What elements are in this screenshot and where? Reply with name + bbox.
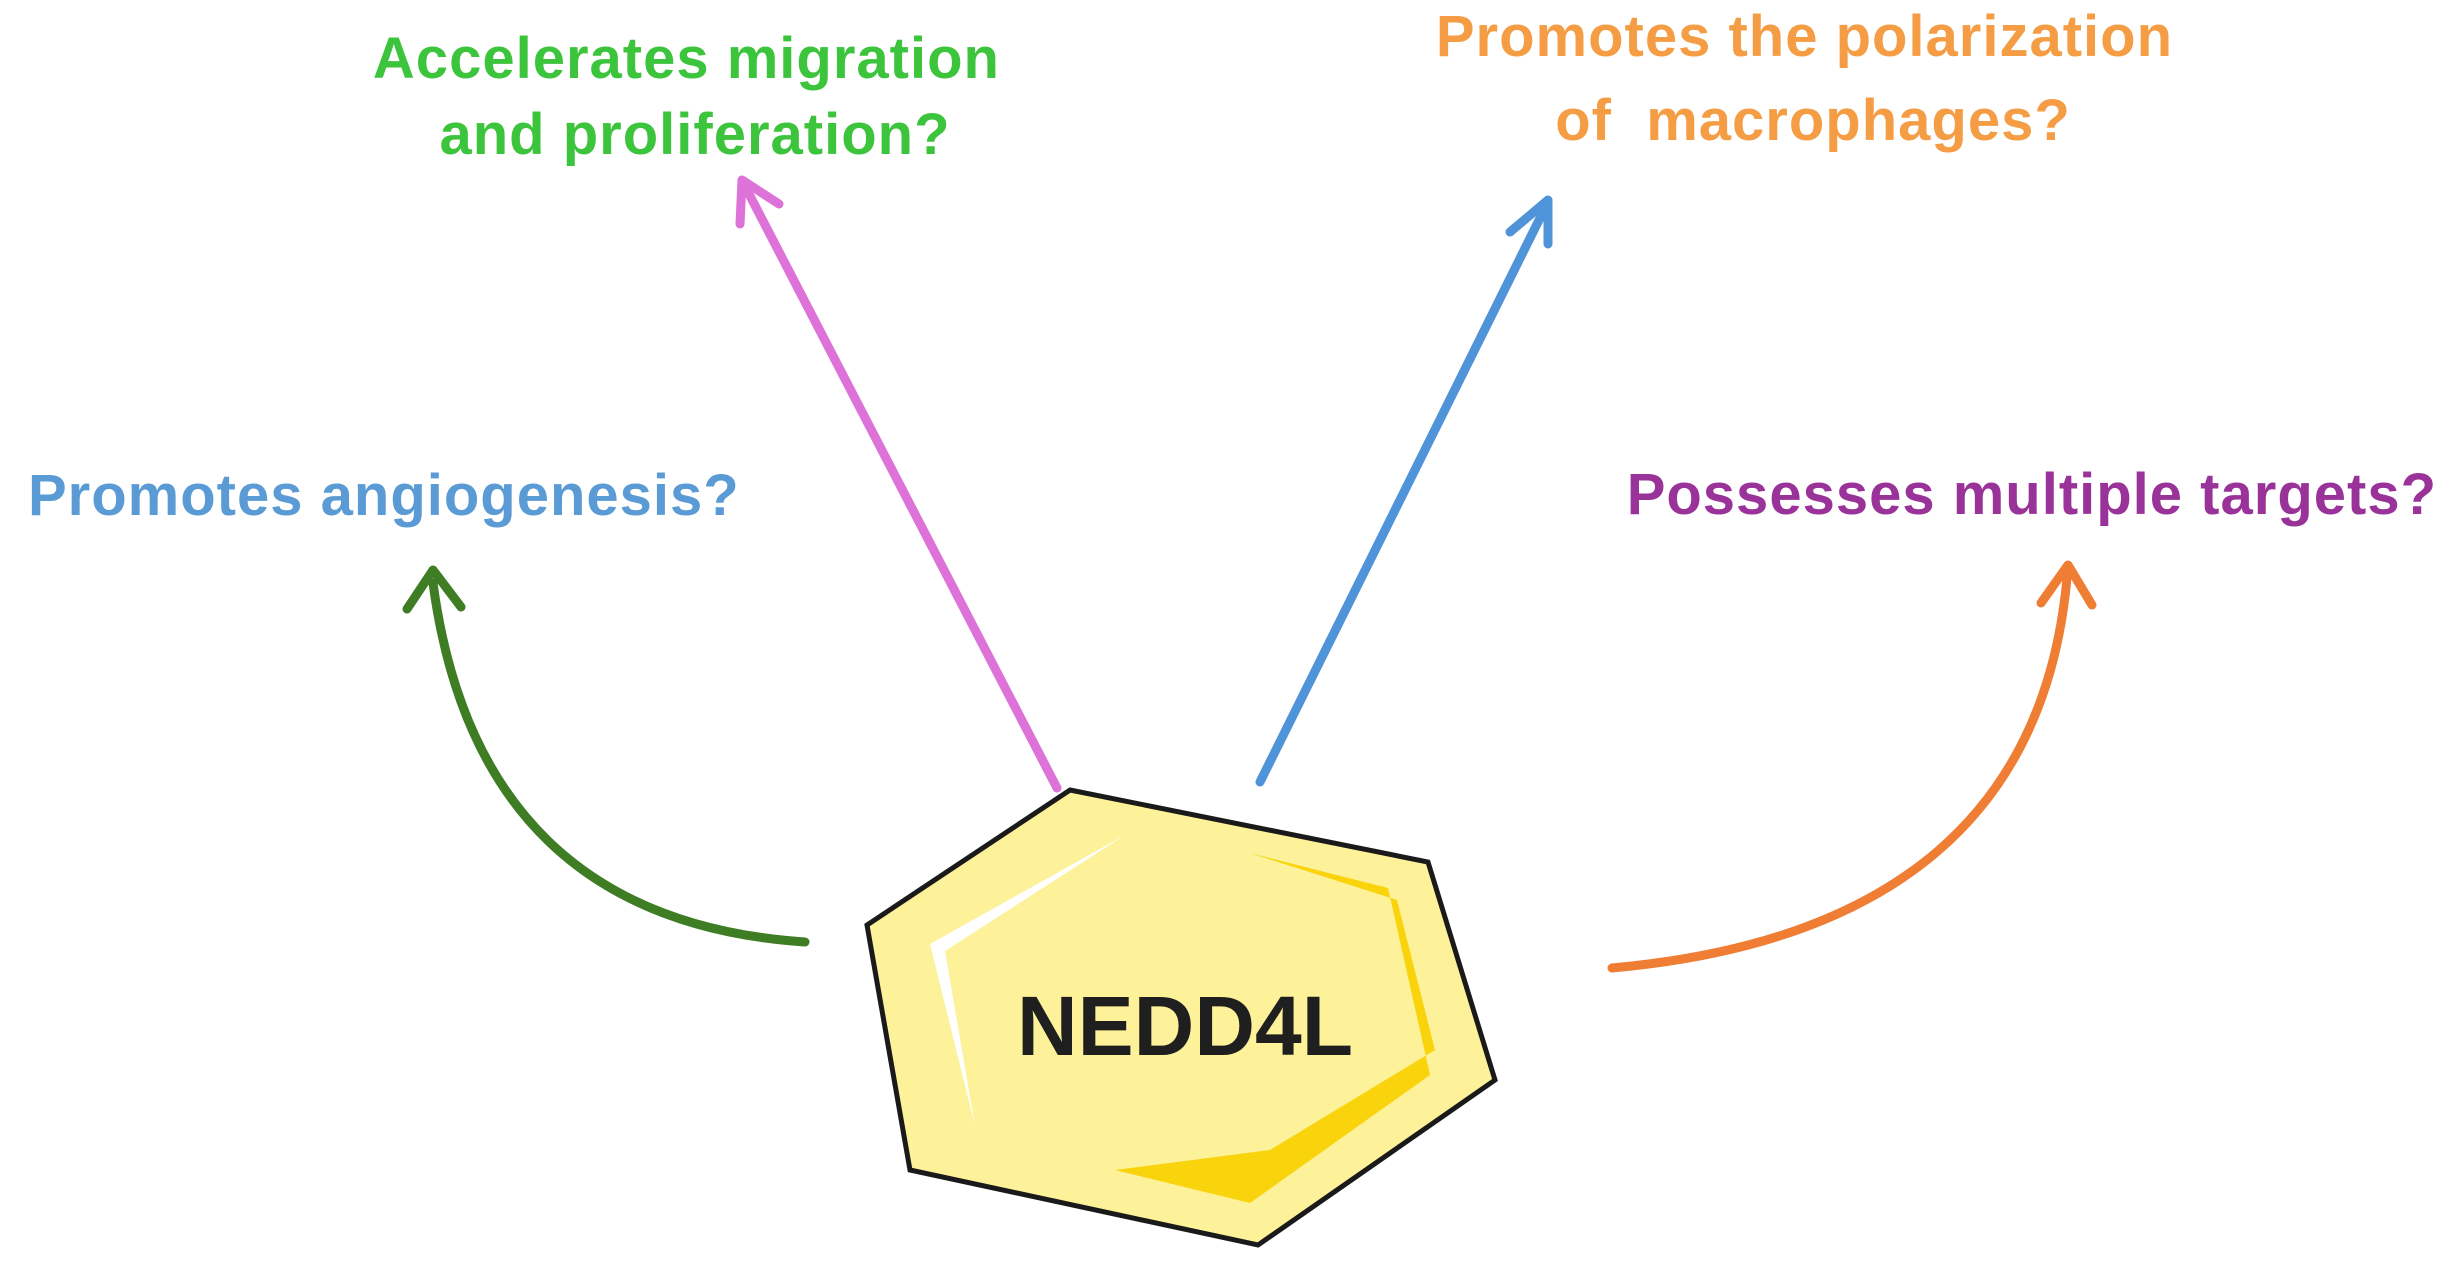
label-angiogenesis-line-1: Promotes angiogenesis? [28,463,740,528]
arrow-to-macrophages-head [1505,195,1553,249]
arrow-to-migration [735,175,1062,793]
arrow-to-macrophages-shaft [1255,207,1548,787]
arrow-to-targets [1607,560,2097,973]
label-targets: Possesses multiple targets? [1627,462,2437,527]
arrow-to-macrophages [1255,195,1553,787]
label-angiogenesis: Promotes angiogenesis? [28,463,740,528]
arrow-to-angiogenesis-head [402,565,466,614]
center-node-shade [1115,853,1435,1203]
label-migration-line-2: and proliferation? [440,102,951,167]
arrow-to-migration-head [735,175,784,229]
arrow-to-angiogenesis-shaft [428,578,810,947]
label-migration: Accelerates migration and proliferation? [373,26,1017,167]
label-targets-line-1: Possesses multiple targets? [1627,462,2437,527]
label-migration-line-1: Accelerates migration [373,26,1000,91]
arrow-to-migration-shaft [743,187,1062,793]
arrow-to-targets-head [2036,560,2097,610]
center-node-label: NEDD4L [1017,979,1353,1073]
center-node-highlight [930,835,1125,1126]
label-macrophages-line-1: Promotes the polarization [1436,4,2173,69]
label-macrophages-line-2: of macrophages? [1555,88,2071,153]
arrow-to-targets-shaft [1607,573,2072,973]
center-node: NEDD4L [864,787,1498,1248]
arrow-to-angiogenesis [402,565,810,947]
label-macrophages: Promotes the polarization of macrophages… [1436,4,2190,153]
